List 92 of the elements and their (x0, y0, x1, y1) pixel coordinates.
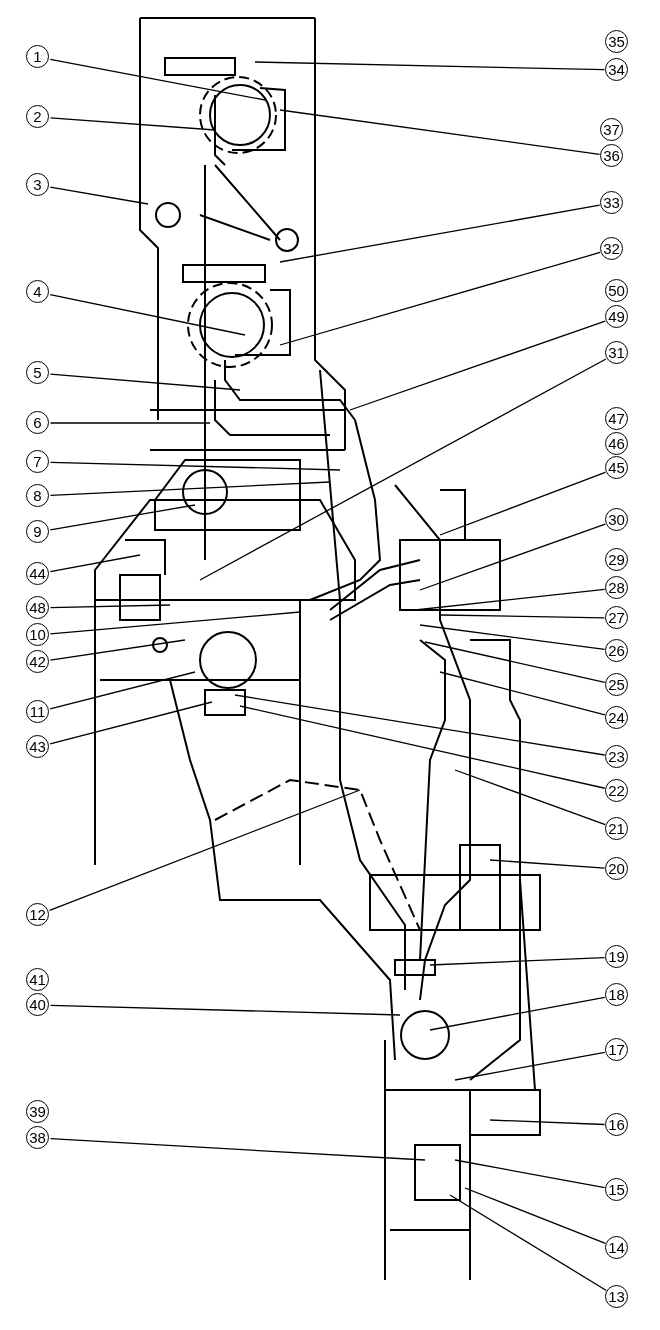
leader-line (49, 554, 141, 573)
callout-number: 25 (605, 673, 628, 696)
leader-line (49, 422, 211, 424)
leader-line (49, 58, 266, 101)
callout-number: 45 (605, 456, 628, 479)
leader-line (239, 705, 606, 789)
callout-number: 50 (605, 279, 628, 302)
callout-number: 37 (600, 118, 623, 141)
callout-number: 26 (605, 639, 628, 662)
callout-number: 13 (605, 1285, 628, 1308)
leader-line (424, 641, 606, 683)
leader-line (464, 1187, 606, 1245)
leader-line (419, 624, 606, 650)
callout-number: 17 (605, 1038, 628, 1061)
leader-line (49, 639, 186, 661)
callout-number: 44 (26, 562, 49, 585)
callout-number: 34 (605, 58, 628, 81)
leader-line (49, 461, 341, 471)
leader-line (49, 1138, 426, 1161)
leader-line (279, 204, 601, 263)
callout-number: 48 (26, 596, 49, 619)
callout-number: 35 (605, 30, 628, 53)
callout-number: 32 (600, 237, 623, 260)
callout-number: 43 (26, 735, 49, 758)
leader-line (419, 523, 606, 591)
callout-number: 24 (605, 706, 628, 729)
callout-number: 39 (26, 1100, 49, 1123)
callout-number: 31 (605, 341, 628, 364)
leader-line (49, 789, 361, 912)
callout-number: 27 (605, 606, 628, 629)
callout-number: 29 (605, 548, 628, 571)
callout-number: 49 (605, 305, 628, 328)
callout-number: 36 (600, 144, 623, 167)
callout-number: 18 (605, 983, 628, 1006)
leader-line (49, 504, 196, 531)
leader-line (49, 481, 331, 497)
callout-number: 47 (605, 407, 628, 430)
callout-number: 4 (26, 280, 49, 303)
callout-number: 11 (26, 700, 49, 723)
callout-number: 9 (26, 520, 49, 543)
leader-line (454, 769, 606, 826)
leader-line (439, 471, 606, 536)
callout-number: 23 (605, 745, 628, 768)
callout-number: 40 (26, 993, 49, 1016)
leader-line (489, 1119, 606, 1126)
leader-line (279, 109, 601, 155)
leader-line (429, 956, 606, 966)
leader-line (454, 1159, 606, 1189)
callout-number: 42 (26, 650, 49, 673)
leader-line (279, 251, 601, 346)
leader-line (49, 1004, 401, 1016)
callout-number: 28 (605, 576, 628, 599)
leader-line (429, 996, 606, 1031)
callout-number: 33 (600, 191, 623, 214)
leader-line (439, 614, 606, 619)
leader-line (199, 358, 607, 581)
leader-line (49, 671, 196, 710)
callout-number: 1 (26, 45, 49, 68)
leader-line (454, 1051, 606, 1081)
callout-number: 6 (26, 411, 49, 434)
callout-number: 15 (605, 1178, 628, 1201)
leader-line (49, 604, 171, 609)
leader-line (49, 373, 241, 391)
leader-line (49, 701, 213, 745)
leader-line (449, 1194, 607, 1292)
callout-number: 38 (26, 1126, 49, 1149)
callout-number: 12 (26, 903, 49, 926)
leader-line (49, 186, 149, 205)
callout-number: 2 (26, 105, 49, 128)
callout-number: 3 (26, 173, 49, 196)
callout-number: 19 (605, 945, 628, 968)
callout-number: 46 (605, 432, 628, 455)
leader-line (489, 859, 606, 869)
callout-number: 21 (605, 817, 628, 840)
callout-number: 10 (26, 623, 49, 646)
callout-number: 16 (605, 1113, 628, 1136)
callout-number: 5 (26, 361, 49, 384)
callout-number: 30 (605, 508, 628, 531)
callout-number: 14 (605, 1236, 628, 1259)
callout-number: 8 (26, 484, 49, 507)
callout-number: 7 (26, 450, 49, 473)
leader-line (49, 293, 246, 336)
leader-line (349, 320, 606, 411)
leader-line (414, 588, 606, 611)
callout-number: 22 (605, 779, 628, 802)
callout-number: 41 (26, 968, 49, 991)
leader-line (254, 61, 606, 71)
leader-line (439, 671, 606, 716)
leader-line (234, 694, 606, 756)
leader-line (49, 117, 216, 131)
callout-number: 20 (605, 857, 628, 880)
leader-line (49, 611, 301, 635)
